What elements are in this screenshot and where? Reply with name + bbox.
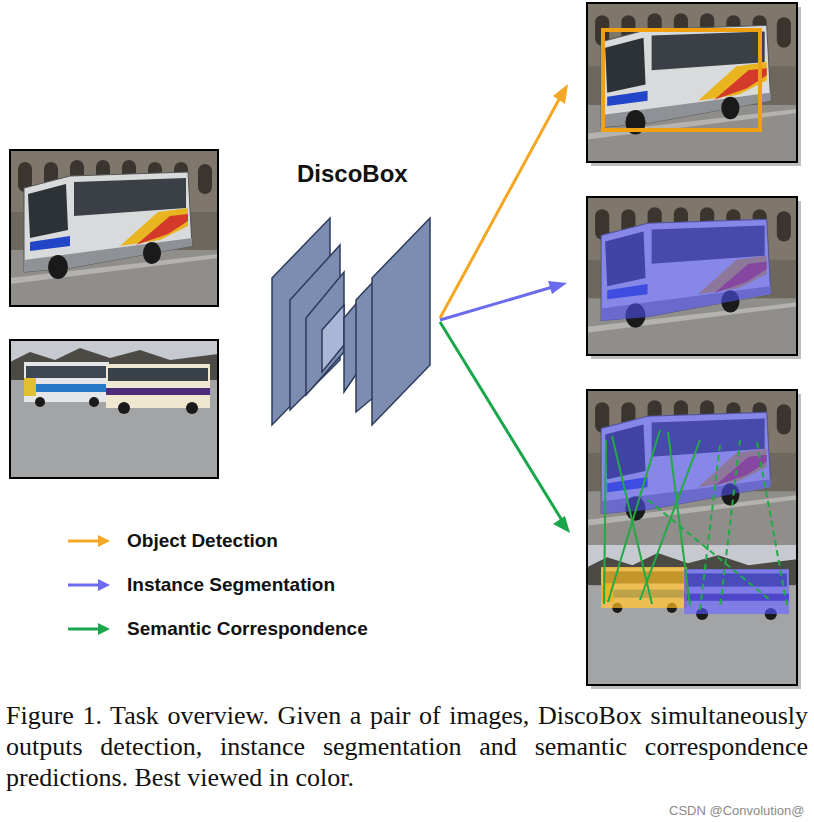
input-photo — [10, 150, 218, 306]
input-photo — [10, 340, 218, 478]
legend-label: Instance Segmentation — [127, 574, 335, 596]
figure-caption: Figure 1. Task overview. Given a pair of… — [6, 700, 808, 793]
segmentation-output — [587, 197, 801, 359]
correspondence-output — [587, 390, 801, 689]
legend-label: Object Detection — [127, 530, 278, 552]
legend-arrows — [68, 535, 110, 635]
network-layers — [272, 218, 430, 425]
network-name: DiscoBox — [297, 160, 408, 188]
legend-label: Semantic Correspondence — [127, 618, 368, 640]
watermark: CSDN @Convolution@ — [667, 803, 807, 818]
detection-output — [587, 3, 801, 166]
network-label: DiscoBox — [297, 160, 408, 188]
task-arrows — [440, 84, 570, 533]
